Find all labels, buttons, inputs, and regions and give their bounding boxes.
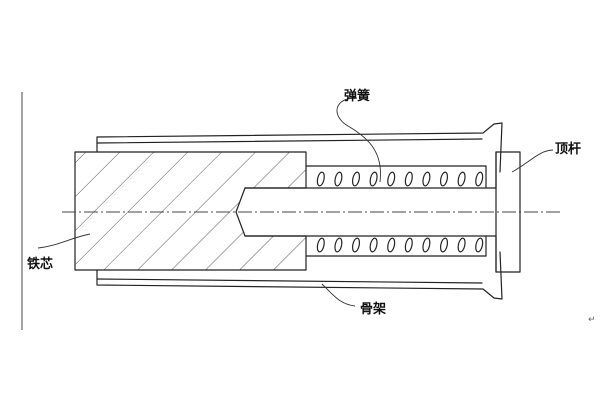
spring-coil [334, 171, 343, 187]
spring-coil [439, 237, 449, 253]
spring-coil [369, 171, 378, 187]
spring-coil [404, 237, 413, 253]
spring-coil [404, 171, 413, 187]
corner-mark: ↵ [588, 315, 596, 325]
spring-coil [334, 237, 343, 253]
spring-coils-bottom [316, 237, 484, 253]
iron-core-leader [37, 233, 91, 249]
spring-coil [439, 171, 449, 187]
push-rod-leader [511, 149, 554, 173]
spring-leader [336, 96, 381, 183]
iron-core [74, 151, 307, 271]
spring-coil [457, 171, 466, 187]
spring-coil [475, 171, 484, 187]
bobbin [96, 122, 503, 300]
spring-coil [422, 237, 431, 253]
spring-coil [457, 237, 466, 253]
spring-coil [351, 237, 361, 253]
spring-coil [316, 237, 325, 253]
spring-coils-top [316, 171, 484, 187]
iron-core-label: 铁芯 [26, 256, 53, 272]
spring-coil [351, 171, 361, 187]
spring-coil [316, 171, 325, 187]
spring-coil [387, 171, 396, 187]
spring-coil [387, 237, 396, 253]
spring-label: 弹簧 [344, 88, 370, 104]
bobbin-label: 骨架 [360, 301, 386, 317]
bobbin-leader [321, 283, 356, 307]
push-rod-label: 顶杆 [555, 141, 581, 157]
spring-coil [422, 171, 431, 187]
spring-coil [475, 237, 484, 253]
spring-coil [369, 237, 378, 253]
